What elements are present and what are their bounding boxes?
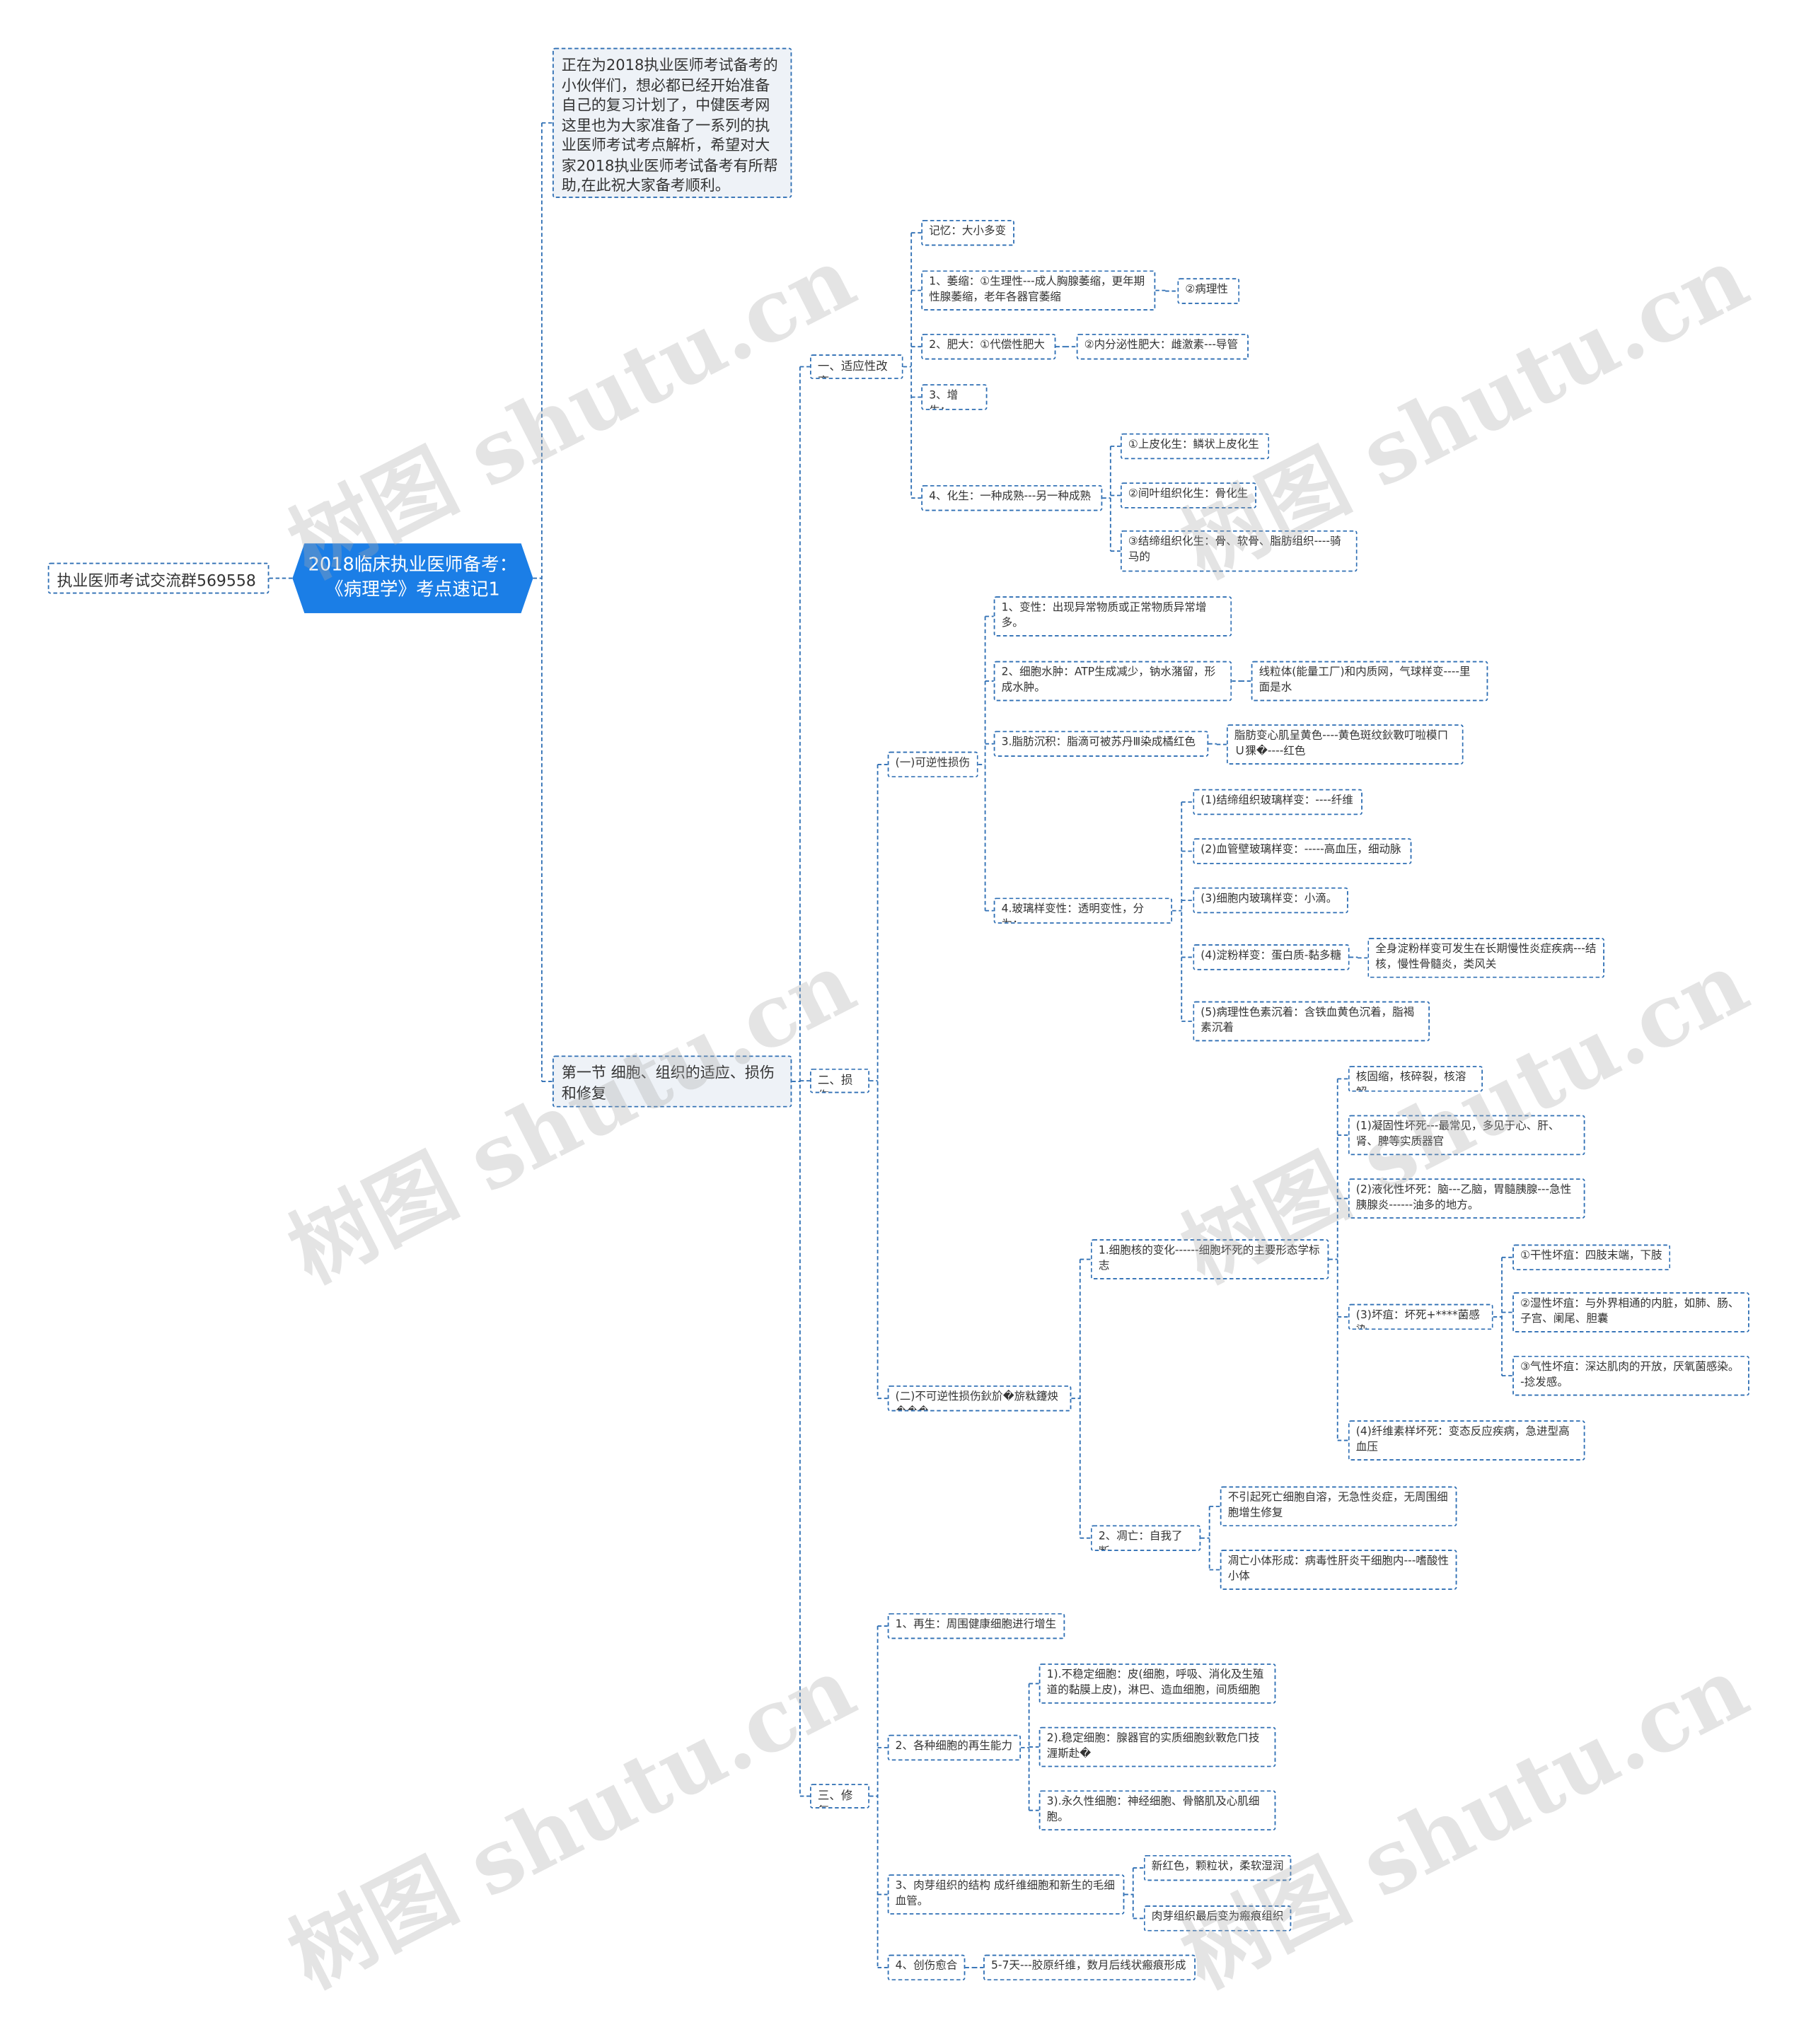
gangrene-gas[interactable]: ③气性坏疽：深达肌肉的开放，厌氧菌感染。-捻发感。 (1512, 1355, 1749, 1396)
rev-degeneration[interactable]: 1、变性：出现异常物质或正常物质异常增多。 (993, 596, 1232, 637)
root-node[interactable]: 2018临床执业医师备考：《病理学》考点速记1 (292, 543, 533, 613)
rev-swelling-note[interactable]: 线粒体(能量工厂)和内质网，气球样变----里面是水 (1251, 661, 1488, 702)
hyaline-pigment[interactable]: (5)病理性色素沉着：含铁血黄色沉着，脂褐素沉着 (1193, 1001, 1430, 1042)
hyaline-connective[interactable]: (1)结缔组织玻璃样变：----纤维 (1193, 789, 1362, 815)
apoptosis-body[interactable]: 凋亡小体形成：病毒性肝炎干细胞内---嗜酸性小体 (1220, 1550, 1457, 1590)
apoptosis-feature[interactable]: 不引起死亡细胞自溶，无急性炎症，无周围细胞增生修复 (1220, 1486, 1457, 1527)
necrosis-gangrene[interactable]: (3)坏疽：坏死+****菌感染 (1348, 1303, 1493, 1330)
rev-fatty[interactable]: 3.脂肪沉积：脂滴可被苏丹Ⅲ染成橘红色 (993, 731, 1209, 757)
adapt-hypertrophy[interactable]: 2、肥大：①代偿性肥大 (921, 333, 1056, 360)
meta-mesenchymal[interactable]: ②间叶组织化生：骨化生 (1120, 482, 1256, 509)
adapt-atrophy[interactable]: 1、萎缩：①生理性---成人胸腺萎缩，更年期性腺萎缩，老年各器官萎缩 (921, 270, 1156, 310)
repair-title[interactable]: 三、修复 (809, 1784, 870, 1808)
adapt-memo[interactable]: 记忆：大小多变 (921, 219, 1014, 246)
cells-permanent[interactable]: 3).永久性细胞：神经细胞、骨骼肌及心肌细胞。 (1038, 1790, 1276, 1831)
granulation-scar[interactable]: 肉芽组织最后变为瘢痕组织 (1143, 1905, 1292, 1932)
section-node[interactable]: 第一节 细胞、组织的适应、损伤和修复 (552, 1055, 792, 1108)
injury-irreversible[interactable]: (二)不可逆性损伤鈥斺�旂粏鑳炴��� (887, 1385, 1072, 1412)
adapt-hyperplasia[interactable]: 3、增生： (921, 384, 988, 410)
repair-granulation[interactable]: 3、肉芽组织的结构 成纤维细胞和新生的毛细血管。 (887, 1874, 1125, 1915)
necrosis-coagulative[interactable]: (1)凝固性坏死---最常见，多见于心、肝、肾、脾等实质器官 (1348, 1115, 1585, 1156)
adapt-title[interactable]: 一、适应性改变 (809, 354, 903, 379)
hyaline-amyloid-note[interactable]: 全身淀粉样变可发生在长期慢性炎症疾病---结核，慢性骨髓炎，类风关 (1367, 938, 1604, 978)
cells-labile[interactable]: 1).不稳定细胞：皮(细胞，呼吸、消化及生殖道的黏膜上皮)，淋巴、造血细胞，间质… (1038, 1663, 1276, 1704)
necrosis-liquefactive[interactable]: (2)液化性坏死：脑---乙脑，胃髓胰腺---急性胰腺炎------油多的地方。 (1348, 1178, 1585, 1219)
intro-node[interactable]: 正在为2018执业医师考试备考的小伙伴们，想必都已经开始准备自己的复习计划了，中… (552, 47, 792, 198)
granulation-appearance[interactable]: 新红色，颗粒状，柔软湿润 (1143, 1854, 1292, 1881)
meta-connective[interactable]: ③结缔组织化生：骨、软骨、脂肪组织----骑马的 (1120, 530, 1358, 572)
repair-wound-healing[interactable]: 4、创伤愈合 (887, 1954, 966, 1981)
repair-cell-capacity[interactable]: 2、各种细胞的再生能力 (887, 1734, 1022, 1761)
gangrene-dry[interactable]: ①干性坏疽：四肢末端，下肢 (1512, 1244, 1671, 1271)
hyaline-intracellular[interactable]: (3)细胞内玻璃样变：小滴。 (1193, 887, 1348, 914)
side-note[interactable]: 执业医师考试交流群569558965 (47, 562, 270, 594)
adapt-hypertrophy-endo[interactable]: ②内分泌性肥大：雌激素---导管 (1076, 333, 1249, 360)
irrev-nucleus[interactable]: 1.细胞核的变化------细胞坏死的主要形态学标志 (1090, 1239, 1329, 1279)
repair-regeneration[interactable]: 1、再生：周围健康细胞进行增生 (887, 1613, 1065, 1639)
wound-healing-timeline[interactable]: 5-7天---胶原纤维，数月后线状瘢痕形成 (983, 1954, 1196, 1981)
rev-hyaline[interactable]: 4.玻璃样变性：透明变性，分为： (993, 898, 1173, 924)
hyaline-vascular[interactable]: (2)血管壁玻璃样变：-----高血压，细动脉 (1193, 838, 1412, 864)
adapt-metaplasia[interactable]: 4、化生：一种成熟---另一种成熟 (921, 484, 1103, 511)
injury-title[interactable]: 二、损伤 (809, 1068, 870, 1093)
adapt-atrophy-path[interactable]: ②病理性 (1177, 278, 1240, 304)
rev-swelling[interactable]: 2、细胞水肿：ATP生成减少，钠水潴留，形成水肿。 (993, 661, 1232, 702)
injury-reversible[interactable]: (一)可逆性损伤 (887, 751, 978, 778)
cells-stable[interactable]: 2).稳定细胞：腺器官的实质细胞鈥斁危ㄇ技湹斯赴� (1038, 1726, 1276, 1767)
rev-fatty-note[interactable]: 脂肪变心肌呈黄色----黄色斑纹鈥斁叮啦模ㄇＵ猓�----红色 (1226, 724, 1464, 765)
meta-epithelial[interactable]: ①上皮化生：鳞状上皮化生 (1120, 433, 1270, 460)
nuc-changes[interactable]: 核固缩，核碎裂，核溶解 (1348, 1066, 1483, 1092)
hyaline-amyloid[interactable]: (4)淀粉样变：蛋白质-黏多糖 (1193, 944, 1350, 970)
irrev-apoptosis[interactable]: 2、凋亡：自我了断 (1090, 1525, 1201, 1551)
gangrene-wet[interactable]: ②湿性坏疽：与外界相通的内脏，如肺、肠、子宫、阑尾、胆囊 (1512, 1292, 1749, 1332)
necrosis-fibrinoid[interactable]: (4)纤维素样坏死：变态反应疾病，急进型高血压 (1348, 1420, 1585, 1461)
